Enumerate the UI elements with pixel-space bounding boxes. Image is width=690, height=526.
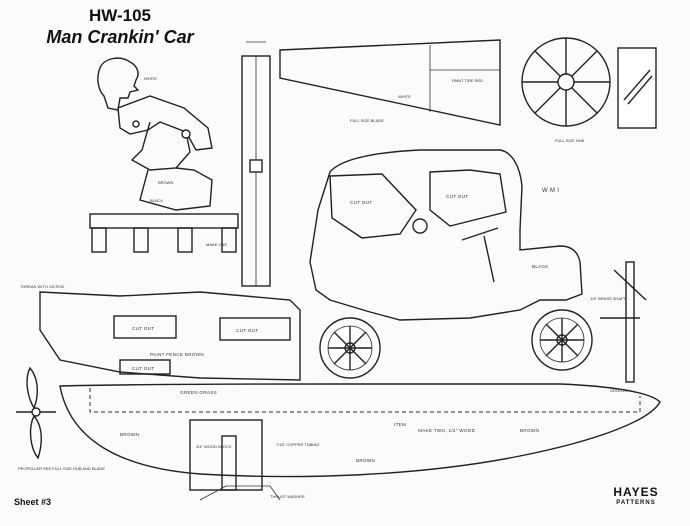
propeller-label: PROPELLER SEE FULL SIZE HUB AND BLADE [18, 466, 105, 471]
post [241, 41, 271, 287]
brand-logo: HAYES PATTERNS [594, 486, 678, 507]
brand-name: HAYES [613, 485, 659, 499]
rear-wheel [319, 317, 381, 379]
fence-block: MAKE ONE [89, 213, 239, 253]
paint-tire-label: PAINT TIRE RED [452, 78, 483, 83]
car-body: CUT OUT CUT OUT BLACK W M I [309, 149, 583, 321]
crank-shaft-label: 1/8" BRASS SHAFT [590, 296, 626, 301]
pattern-title: HW-105 Man Crankin' Car [40, 6, 200, 48]
sheet-number: Sheet #3 [14, 497, 52, 507]
wood-block-label: 3/4" WOOD BLOCK [196, 444, 232, 449]
pattern-code: HW-105 [88, 6, 151, 25]
groove-label: GROOVE [610, 388, 628, 393]
green-grass-label: GREEN GRASS [180, 390, 217, 395]
brown-label-man: BROWN [158, 180, 173, 185]
wood-block: 3/4" WOOD BLOCK 7/16" COPPER TUBING THRU… [189, 419, 319, 501]
cut-out-label-2: CUT OUT [446, 194, 468, 199]
cut-out-label-4: CUT OUT [236, 328, 258, 333]
copper-tubing-label: 7/16" COPPER TUBING [276, 442, 319, 447]
make-one-label: MAKE ONE [206, 242, 227, 247]
black-label-car: BLACK [532, 264, 549, 269]
man-figure: WHITE BROWN BLACK [97, 57, 213, 211]
brown-label-base-2: BROWN [520, 428, 539, 433]
paint-fence-label: PAINT FENCE BROWN [150, 352, 204, 357]
white-label-man: WHITE [144, 76, 157, 81]
make-two-label: MAKE TWO, 1/2" WOOD [418, 428, 476, 433]
white-label-blade: WHITE [398, 94, 411, 99]
base: BROWN BROWN BROWN MAKE TWO, 1/2" WOOD IT… [59, 383, 661, 478]
front-wheel [531, 309, 593, 371]
brown-label-base-1: BROWN [120, 432, 139, 437]
full-size-hub-label: FULL SIZE HUB [555, 138, 585, 143]
propeller: PROPELLER SEE FULL SIZE HUB AND BLADE [16, 366, 105, 471]
brown-label-base-3: BROWN [356, 458, 375, 463]
crank-post: GROOVE 1/8" BRASS SHAFT [590, 261, 647, 393]
black-label-man: BLACK [150, 198, 163, 203]
thrust-washer-label: THRUST WASHER [270, 494, 305, 499]
brand-sub: PATTERNS [616, 500, 656, 506]
thread-label: THREAD WITH 1/8 ROD [20, 284, 65, 289]
blade-template: PAINT TIRE RED WHITE FULL SIZE BLADE [279, 39, 501, 126]
wm-mark: W M I [542, 188, 559, 194]
cut-out-label-5: CUT OUT [132, 366, 154, 371]
hub-template: FULL SIZE HUB [521, 37, 657, 143]
item-label: ITEM [394, 422, 406, 427]
full-size-blade-label: FULL SIZE BLADE [350, 118, 384, 123]
cut-out-label-3: CUT OUT [132, 326, 154, 331]
cut-out-label-1: CUT OUT [350, 200, 372, 205]
fence: CUT OUT CUT OUT CUT OUT PAINT FENCE BROW… [39, 291, 301, 395]
pattern-name: Man Crankin' Car [46, 27, 194, 47]
